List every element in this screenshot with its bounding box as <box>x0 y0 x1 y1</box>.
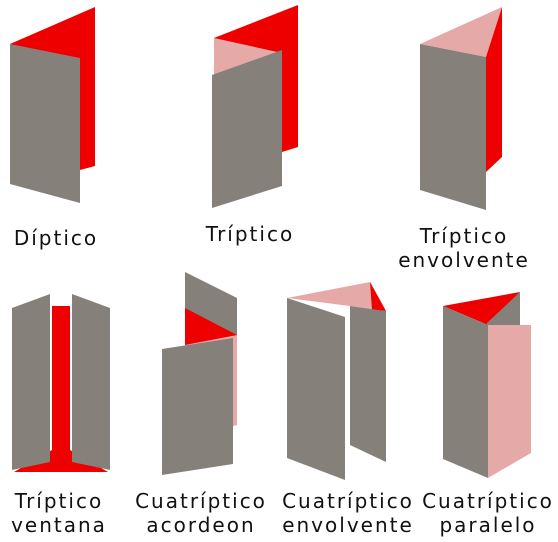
label-cuatriptico-acordeon: Cuatríptico acordeon <box>126 489 276 537</box>
label-triptico-ventana: Tríptico ventana <box>0 489 118 537</box>
cuatriptico-envolvente-red-edge <box>370 282 386 311</box>
triptico-figure <box>212 5 298 208</box>
label-cuatriptico-acordeon-line-1: Cuatríptico <box>135 489 267 513</box>
label-cuatriptico-paralelo-line-1: Cuatríptico <box>422 489 554 513</box>
label-cuatriptico-envolvente-line-2: envolvente <box>282 513 414 537</box>
cuatriptico-paralelo-left-panel <box>443 306 488 478</box>
label-diptico: Díptico <box>0 226 112 250</box>
cuatriptico-paralelo-top <box>443 292 520 325</box>
label-cuatriptico-acordeon-line-2: acordeon <box>146 513 256 537</box>
diptico-figure <box>10 7 95 203</box>
cuatriptico-envolvente-right-panel <box>350 306 386 462</box>
label-triptico-envolvente-line-2: envolvente <box>398 248 530 272</box>
cuatriptico-envolvente-top <box>287 282 386 311</box>
triptico-envolvente-back-panel <box>486 7 502 172</box>
triptico-ventana-right-panel <box>72 294 110 470</box>
triptico-ventana-floor <box>14 450 108 472</box>
triptico-envolvente-figure <box>420 7 502 210</box>
label-cuatriptico-envolvente-line-1: Cuatríptico <box>282 489 414 513</box>
cuatriptico-paralelo-figure <box>443 292 531 478</box>
triptico-front-panel <box>212 50 282 208</box>
label-triptico-envolvente-line-1: Tríptico <box>419 224 509 248</box>
label-triptico-ventana-line-2: ventana <box>11 513 107 537</box>
cuatriptico-acordeon-panel-front <box>162 338 233 475</box>
triptico-envolvente-front-panel <box>420 44 486 210</box>
cuatriptico-acordeon-panel-red-side <box>185 308 237 345</box>
triptico-ventana-left-panel <box>12 294 50 470</box>
cuatriptico-envolvente-figure <box>287 282 386 480</box>
triptico-ventana-center-panel <box>52 306 70 468</box>
label-diptico-line-1: Díptico <box>13 226 99 250</box>
diptico-front-panel <box>10 44 80 203</box>
label-cuatriptico-paralelo: Cuatríptico paralelo <box>418 489 558 537</box>
label-triptico: Tríptico <box>192 222 308 246</box>
label-triptico-line-1: Tríptico <box>205 222 295 246</box>
label-triptico-ventana-line-1: Tríptico <box>14 489 104 513</box>
triptico-ventana-figure <box>12 294 110 472</box>
triptico-envolvente-inner-panel <box>420 7 502 57</box>
cuatriptico-acordeon-figure <box>162 272 237 475</box>
cuatriptico-paralelo-front-panel <box>488 325 531 478</box>
cuatriptico-envolvente-left-panel <box>287 298 345 480</box>
label-cuatriptico-paralelo-line-2: paralelo <box>439 513 537 537</box>
label-triptico-envolvente: Tríptico envolvente <box>388 224 540 272</box>
label-cuatriptico-envolvente: Cuatríptico envolvente <box>272 489 424 537</box>
